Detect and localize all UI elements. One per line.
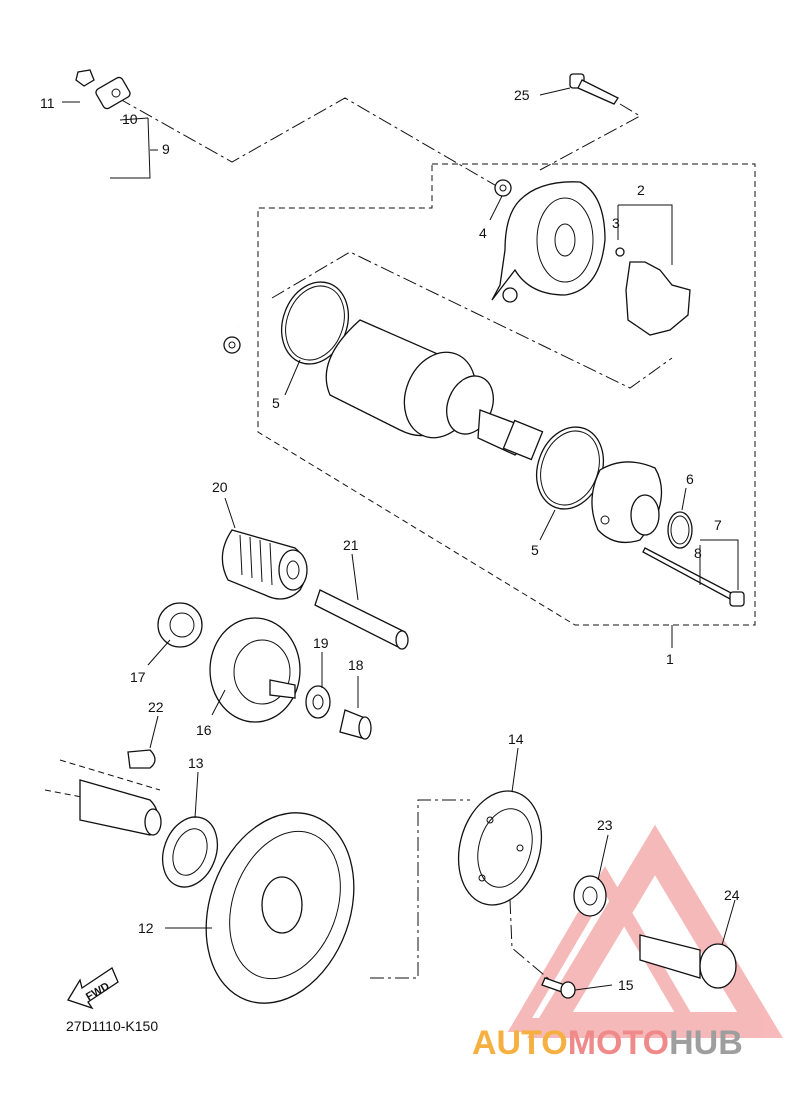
idler-shaft-21 [314,589,409,650]
callout-3: 3 [612,215,620,231]
idler-gear-20 [221,529,308,600]
callout-10: 10 [122,111,138,127]
watermark-auto: AUTO [472,1024,568,1062]
washer-23 [573,875,607,917]
callout-labels: 11 10 9 25 4 2 3 5 5 6 7 8 1 20 21 17 19… [40,87,740,993]
bearing-17 [157,602,203,648]
callout-12: 12 [138,920,154,936]
callout-9: 9 [162,141,170,157]
front-cover-assembly [591,461,745,607]
callout-5-lower: 5 [531,542,539,558]
routing-line-armature [271,251,673,389]
woodruff-key-22 [127,749,156,769]
callout-24: 24 [724,887,740,903]
callout-23: 23 [597,817,613,833]
callout-25: 25 [514,87,530,103]
callout-20: 20 [212,479,228,495]
callout-4: 4 [479,225,487,241]
callout-7: 7 [714,517,722,533]
starter-assembly-boundary [257,163,756,626]
starter-wire-lead [49,69,241,354]
callout-15: 15 [618,977,634,993]
callout-2: 2 [637,182,645,198]
routing-line-bolt [539,103,642,171]
diagram-code: 27D1110-K150 [66,1018,158,1034]
bolt-25 [569,73,619,105]
crankshaft-end [44,759,162,836]
starter-wheel-gear-12 [205,812,355,1004]
callout-16: 16 [196,722,212,738]
callout-8: 8 [694,545,702,561]
rear-cover-assembly [491,179,691,336]
callout-5-upper: 5 [272,395,280,411]
fwd-arrow-icon: FWD [67,967,119,1010]
watermark-hub: HUB [669,1024,743,1062]
washer-13 [161,816,219,888]
bolt-15 [541,977,576,999]
watermark-text: AUTOMOTOHUB [472,1024,743,1062]
callout-17: 17 [130,669,146,685]
callout-18: 18 [348,657,364,673]
callout-14: 14 [508,731,524,747]
starter-motor-yoke [325,319,544,461]
callout-13: 13 [188,755,204,771]
callout-1: 1 [666,651,674,667]
leader-lines [62,87,739,991]
starter-clutch-gear-16 [209,617,301,723]
callout-19: 19 [313,635,329,651]
callout-22: 22 [148,699,164,715]
washer-19 [305,685,331,719]
o-ring-upper [281,281,349,365]
routing-line-gear [370,799,470,979]
callout-11: 11 [40,95,55,111]
routing-line-wire [117,97,501,189]
one-way-clutch-14 [457,790,543,906]
watermark-moto: MOTO [568,1024,669,1062]
needle-bearing-18 [339,709,372,740]
bolt-24 [639,934,737,989]
routing-line-clutch [509,899,551,981]
callout-6: 6 [686,471,694,487]
callout-21: 21 [343,537,359,553]
